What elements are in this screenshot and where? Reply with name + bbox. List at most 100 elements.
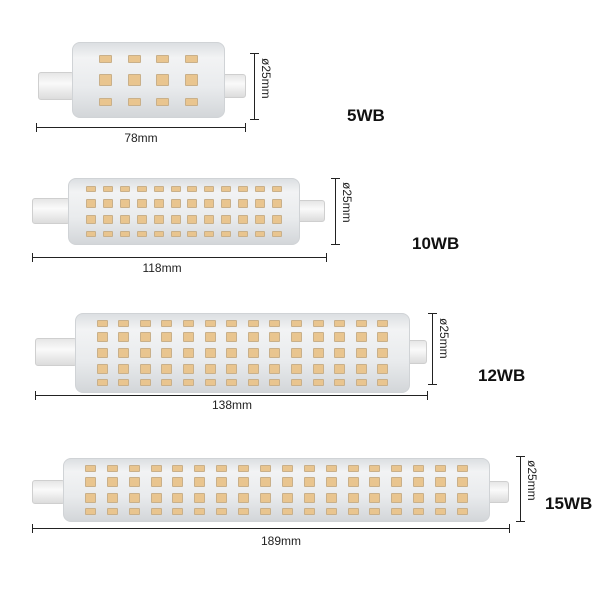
led-chip — [303, 492, 315, 503]
led-chip — [98, 74, 112, 86]
led-chip — [269, 363, 281, 374]
led-chip — [290, 347, 302, 358]
end-cap — [487, 481, 509, 503]
led-chip — [325, 508, 337, 516]
led-chip — [435, 508, 447, 516]
led-chip — [119, 199, 130, 208]
led-chip — [377, 319, 389, 327]
led-chip — [161, 347, 173, 358]
led-chip — [204, 231, 215, 237]
led-chip — [391, 508, 403, 516]
led-chip — [226, 332, 238, 343]
led-chip — [118, 379, 130, 387]
led-chip — [172, 464, 184, 472]
end-cap — [32, 198, 70, 224]
led-chip — [187, 186, 198, 192]
led-chip — [170, 215, 181, 224]
led-chip — [102, 231, 113, 237]
led-chip — [118, 363, 130, 374]
led-chip — [369, 508, 381, 516]
led-row — [74, 477, 479, 488]
led-chip — [260, 492, 272, 503]
led-chip — [391, 477, 403, 488]
led-chip — [391, 492, 403, 503]
led-chip — [272, 199, 283, 208]
led-chip — [139, 363, 151, 374]
led-chip — [238, 231, 249, 237]
led-chip — [334, 363, 346, 374]
led-chip — [161, 363, 173, 374]
led-chip — [281, 464, 293, 472]
led-chip — [281, 477, 293, 488]
led-chip — [139, 332, 151, 343]
led-row — [86, 363, 399, 374]
led-row — [79, 186, 289, 192]
led-chip — [96, 363, 108, 374]
led-chip — [204, 332, 216, 343]
led-chip — [150, 464, 162, 472]
led-chip — [255, 231, 266, 237]
led-chip — [355, 379, 367, 387]
led-chip — [102, 215, 113, 224]
led-chip — [128, 464, 140, 472]
diameter-label: ø25mm — [437, 318, 451, 359]
led-chip — [272, 231, 283, 237]
led-chip — [369, 464, 381, 472]
led-chip — [194, 477, 206, 488]
led-chip — [435, 492, 447, 503]
led-chip — [150, 508, 162, 516]
led-chip — [156, 54, 170, 63]
led-row — [74, 492, 479, 503]
model-label: 12WB — [478, 366, 526, 385]
led-row — [83, 74, 214, 86]
led-row — [79, 215, 289, 224]
led-chip — [238, 215, 249, 224]
led-chip — [221, 231, 232, 237]
diameter-dimension-line — [250, 53, 259, 120]
led-chip — [136, 231, 147, 237]
length-dimension-line — [32, 253, 327, 262]
led-chip — [457, 508, 469, 516]
led-chip — [127, 97, 141, 106]
led-chip — [127, 74, 141, 86]
length-label: 118mm — [142, 261, 182, 275]
led-chip — [216, 477, 228, 488]
led-chip — [247, 347, 259, 358]
led-chip — [290, 363, 302, 374]
led-chip — [457, 464, 469, 472]
led-chip — [369, 492, 381, 503]
led-chip — [238, 492, 250, 503]
led-chip — [96, 379, 108, 387]
led-chip — [153, 215, 164, 224]
led-chip — [182, 319, 194, 327]
led-chip — [102, 186, 113, 192]
led-chip — [85, 186, 96, 192]
led-chip — [136, 186, 147, 192]
diameter-dimension-line — [428, 313, 437, 385]
led-chip — [85, 199, 96, 208]
led-chip — [325, 492, 337, 503]
led-chip — [435, 477, 447, 488]
led-chip — [185, 97, 199, 106]
led-chip — [334, 332, 346, 343]
led-chip — [182, 363, 194, 374]
led-chip — [182, 379, 194, 387]
end-cap — [407, 340, 427, 364]
led-chip — [377, 379, 389, 387]
led-chip — [272, 215, 283, 224]
end-cap — [297, 200, 325, 222]
led-chip — [413, 464, 425, 472]
led-chip — [84, 492, 96, 503]
led-chip — [413, 508, 425, 516]
led-chip — [457, 477, 469, 488]
led-chip — [128, 492, 140, 503]
model-label: 15WB — [545, 494, 593, 513]
led-chip — [221, 199, 232, 208]
led-chip — [269, 319, 281, 327]
led-chip — [119, 215, 130, 224]
led-chip — [355, 347, 367, 358]
led-row — [83, 54, 214, 63]
led-row — [79, 231, 289, 237]
led-chip — [269, 347, 281, 358]
led-chip — [172, 477, 184, 488]
